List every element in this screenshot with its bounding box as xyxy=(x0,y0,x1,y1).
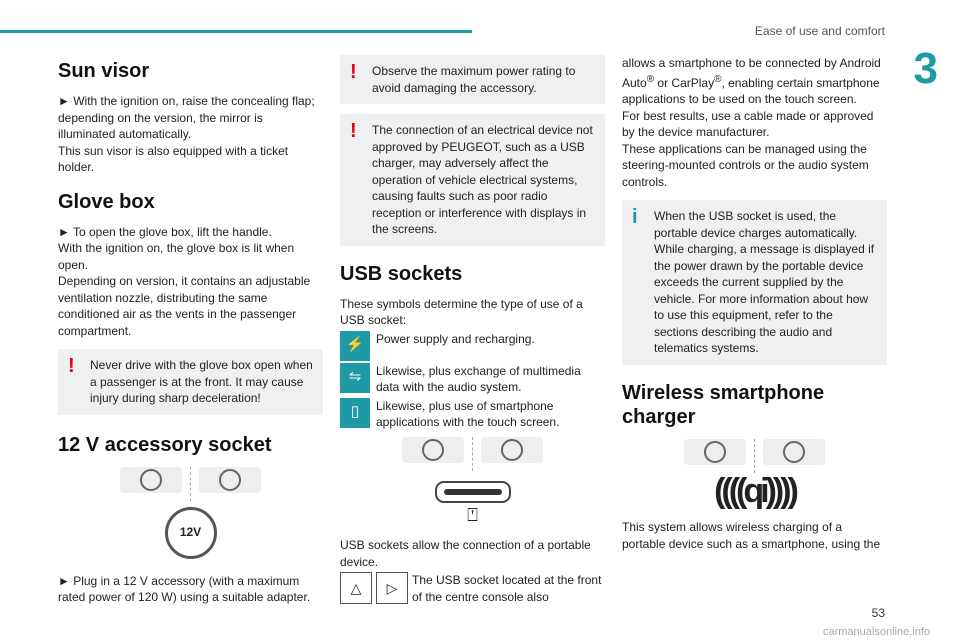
carplay-text: allows a smartphone to be connected by A… xyxy=(622,56,881,107)
steering-wheel-icon xyxy=(763,438,825,465)
steering-wheel-icon xyxy=(402,436,464,463)
glove-box-warning: ! Never drive with the glove box open wh… xyxy=(58,349,323,415)
smartphone-icon: ⍞ xyxy=(467,504,478,525)
carplay-text-b: or CarPlay xyxy=(654,75,715,90)
dashboard-illustration xyxy=(622,438,887,473)
controls-text: These applications can be managed using … xyxy=(622,141,869,189)
warning-icon: ! xyxy=(68,355,75,377)
usb-console-row: △ ▷ The USB socket located at the front … xyxy=(340,572,605,605)
usb-symbol-text: Power supply and recharging. xyxy=(376,331,535,346)
column-1: Sun visor ► With the ignition on, raise … xyxy=(58,55,323,606)
warning-triangle-icon: △ xyxy=(340,572,372,604)
warning-icon: ! xyxy=(350,120,357,142)
section-title: Ease of use and comfort xyxy=(754,24,885,38)
usb-symbol-text: Likewise, plus exchange of multimedia da… xyxy=(376,363,581,395)
usb-symbol-text: Likewise, plus use of smartphone applica… xyxy=(376,398,560,430)
warning-text: Never drive with the glove box open when… xyxy=(90,358,313,405)
warning-text: Observe the maximum power rating to avoi… xyxy=(372,64,576,95)
info-icon: i xyxy=(632,206,638,228)
header-accent-bar xyxy=(0,30,472,33)
usb-text-2: The USB socket located at the front of t… xyxy=(412,573,602,604)
heading-sun-visor: Sun visor xyxy=(58,60,150,82)
heading-accessory-socket: 12 V accessory socket xyxy=(58,433,272,456)
glove-box-text-3: Depending on version, it contains an adj… xyxy=(58,274,311,338)
glove-box-text-2: With the ignition on, the glove box is l… xyxy=(58,241,295,272)
column-2: ! Observe the maximum power rating to av… xyxy=(340,55,605,607)
usb-data-icon: ⇋ xyxy=(340,362,370,393)
sun-visor-text-1: ► With the ignition on, raise the concea… xyxy=(58,94,315,141)
steering-wheel-icon xyxy=(481,436,543,463)
warning-text: The connection of an electrical device n… xyxy=(372,123,593,236)
glove-box-text-1: ► To open the glove box, lift the handle… xyxy=(58,224,272,239)
steering-wheel-icon xyxy=(199,466,261,493)
device-warning: ! The connection of an electrical device… xyxy=(340,114,605,246)
info-text: When the USB socket is used, the portabl… xyxy=(654,209,875,355)
usb-symbol-row: ▯ Likewise, plus use of smartphone appli… xyxy=(340,397,605,431)
page-number: 53 xyxy=(871,606,885,620)
power-warning: ! Observe the maximum power rating to av… xyxy=(340,55,605,104)
divider xyxy=(472,436,473,471)
usb-text-1: USB sockets allow the connection of a po… xyxy=(340,538,591,569)
cable-text: For best results, use a cable made or ap… xyxy=(622,108,874,140)
12v-socket-icon: 12V xyxy=(164,506,217,559)
column-3: allows a smartphone to be connected by A… xyxy=(622,55,887,552)
usb-symbol-row: ⚡ Power supply and recharging. xyxy=(340,330,605,361)
watermark: carmanualsonline.info xyxy=(822,626,930,638)
carplay-text-a: allows a smartphone to be connected by A… xyxy=(622,56,881,90)
warning-icon: ! xyxy=(350,61,357,83)
heading-usb-sockets: USB sockets xyxy=(340,262,463,285)
heading-glove-box: Glove box xyxy=(58,190,155,213)
steering-wheel-icon xyxy=(684,438,746,465)
divider xyxy=(190,466,191,501)
sun-visor-text-2: This sun visor is also equipped with a t… xyxy=(58,143,289,175)
steering-wheel-icon xyxy=(120,466,182,493)
usb-intro: These symbols determine the type of use … xyxy=(340,296,583,328)
battery-charge-icon: ⚡ xyxy=(340,330,370,361)
smartphone-icon: ▯ xyxy=(340,397,370,428)
dashboard-illustration xyxy=(58,466,323,501)
wireless-text: This system allows wireless charging of … xyxy=(622,520,881,551)
usb-symbol-row: ⇋ Likewise, plus exchange of multimedia … xyxy=(340,362,605,396)
divider xyxy=(754,438,755,473)
dashboard-illustration xyxy=(340,436,605,471)
chapter-number: 3 xyxy=(913,44,938,93)
qi-wireless-icon: ((((qi)))) xyxy=(714,471,799,510)
usb-info-box: i When the USB socket is used, the porta… xyxy=(622,200,887,365)
accessory-text: ► Plug in a 12 V accessory (with a maxim… xyxy=(58,573,311,605)
play-icon: ▷ xyxy=(376,572,408,604)
heading-wireless-charger: Wireless smartphone charger xyxy=(622,381,825,428)
usb-port-icon xyxy=(434,480,511,503)
carplay-text-c: , enabling certain smartphone applicatio… xyxy=(622,75,880,107)
